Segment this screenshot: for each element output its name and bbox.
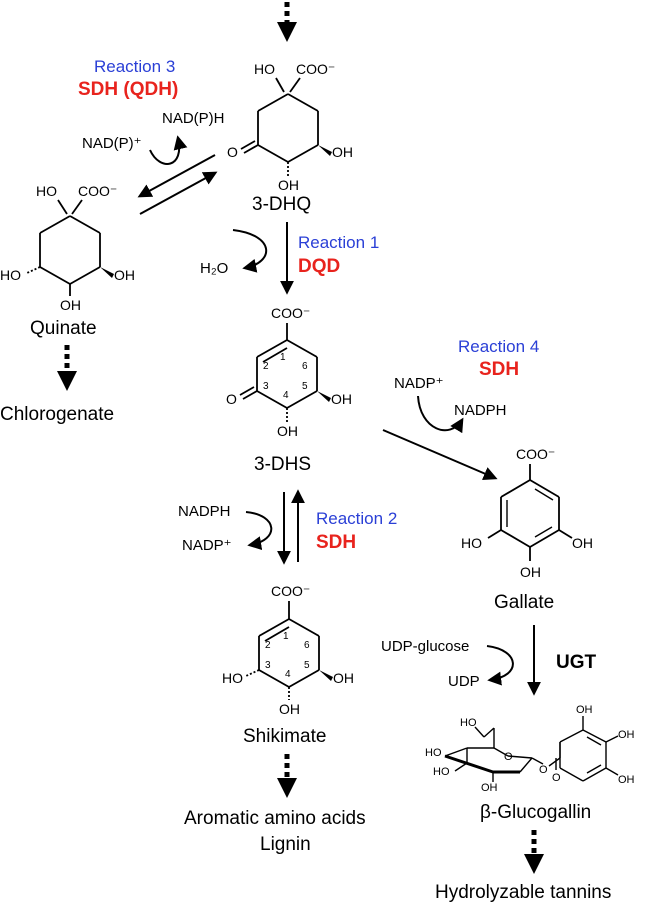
shikimate-structure: COO⁻ 1 2 3 4 5 6 HO OH OH: [222, 583, 354, 717]
quinate-ho-label: HO: [36, 183, 57, 199]
gallate-ho-left: HO: [461, 535, 482, 551]
glucogallin-galloyl-oh-mid: OH: [618, 729, 635, 741]
shikimate-c4: 4: [285, 669, 291, 680]
dhs-c4: 4: [283, 390, 289, 401]
dhs-o-label: O: [226, 391, 237, 407]
shikimate-oh-right: OH: [333, 670, 354, 686]
dhq-oh-bottom: OH: [278, 177, 299, 193]
quinate-coo-label: COO⁻: [78, 183, 117, 199]
glucogallin-ho-4: HO: [425, 747, 442, 759]
reaction-4-cofactor-out: NADPH: [454, 402, 507, 419]
reaction-1-enzyme: DQD: [298, 256, 340, 277]
gallate-oh-right: OH: [572, 535, 593, 551]
dhs-c5: 5: [302, 381, 308, 392]
reaction-4-cofactor-in: NADP⁺: [394, 375, 444, 392]
dhq-coo-label: COO⁻: [296, 61, 335, 77]
shikimate-c6: 6: [304, 640, 310, 651]
dhs-structure: COO⁻ 1 2 3 4 5 6 O OH OH: [226, 305, 352, 439]
shikimate-c2: 2: [265, 640, 271, 651]
ugt-substrate: UDP-glucose: [381, 638, 469, 655]
reaction-3-cofactor-in: NAD(P)⁺: [82, 135, 142, 152]
reaction-1-label: Reaction 1: [298, 233, 379, 252]
tannins-name: Hydrolyzable tannins: [435, 882, 611, 903]
dhq-structure: HO COO⁻ O OH OH: [227, 61, 353, 193]
dhs-coo-label: COO⁻: [271, 305, 310, 321]
dhs-oh-bottom: OH: [277, 423, 298, 439]
glucogallin-ho-6: HO: [460, 717, 477, 729]
reaction-3-forward-arrow: [137, 154, 216, 198]
dhs-c3: 3: [263, 381, 269, 392]
reaction-3-cofactor-out: NAD(P)H: [162, 110, 225, 127]
glucogallin-ring-o: O: [504, 751, 513, 763]
chlorogenate-name: Chlorogenate: [0, 404, 114, 425]
gallate-structure: COO⁻ OH HO OH: [461, 446, 593, 580]
dhq-name: 3-DHQ: [252, 194, 311, 215]
dhs-c1: 1: [280, 352, 286, 363]
gallate-name: Gallate: [494, 592, 554, 613]
shikimate-coo-label: COO⁻: [271, 583, 310, 599]
reaction-2-cofactor-arrow: [245, 511, 273, 551]
glucogallin-ho-3: HO: [433, 766, 450, 778]
dhq-o-label: O: [227, 144, 238, 160]
reaction-4-label: Reaction 4: [458, 337, 539, 356]
shikimate-c3: 3: [265, 660, 271, 671]
gallate-oh-bottom: OH: [520, 564, 541, 580]
reaction-4-arrow: [382, 429, 498, 481]
dhs-c6: 6: [302, 361, 308, 372]
reaction-2-cofactor-in: NADPH: [178, 503, 231, 520]
reaction-3-label: Reaction 3: [94, 57, 175, 76]
gallate-coo-label: COO⁻: [516, 446, 555, 462]
shikimate-c5: 5: [304, 660, 310, 671]
aromatics-name-line1: Aromatic amino acids: [184, 808, 366, 829]
glucogallin-galloyl-oh-low: OH: [618, 774, 635, 786]
reaction-1-byproduct-arrow: [232, 229, 267, 273]
glucogallin-structure: HO O HO HO OH O O OH: [425, 704, 635, 794]
dhs-oh-right: OH: [331, 391, 352, 407]
quinate-name: Quinate: [30, 318, 97, 339]
glucogallin-ester-o: O: [539, 764, 548, 776]
glucogallin-name: β-Glucogallin: [480, 802, 591, 823]
dhs-name: 3-DHS: [254, 454, 311, 475]
quinate-oh-bottom: OH: [60, 297, 81, 313]
shikimate-ho-left: HO: [222, 670, 243, 686]
reaction-2-label: Reaction 2: [316, 509, 397, 528]
ugt-product: UDP: [448, 673, 480, 690]
quinate-oh-right: OH: [114, 267, 135, 283]
glucogallin-galloyl-oh-top: OH: [576, 704, 593, 716]
reaction-3-reverse-arrow: [139, 171, 218, 215]
glucogallin-oh-2: OH: [481, 782, 498, 794]
quinate-ho-left: HO: [0, 267, 21, 283]
aromatics-name-line2: Lignin: [260, 834, 311, 855]
quinate-structure: HO COO⁻ OH HO OH: [0, 183, 135, 313]
reaction-2-enzyme: SDH: [316, 532, 356, 553]
reaction-4-enzyme: SDH: [479, 359, 519, 380]
dhq-ho-label: HO: [254, 61, 275, 77]
reaction-3-enzyme: SDH (QDH): [78, 79, 178, 100]
shikimate-c1: 1: [283, 631, 289, 642]
reaction-2-cofactor-out: NADP⁺: [182, 537, 232, 554]
reaction-4-cofactor-arrow: [417, 395, 464, 434]
reaction-3-cofactor-arrow: [149, 135, 188, 165]
dhs-c2: 2: [263, 361, 269, 372]
glucogallin-carbonyl-o: O: [552, 772, 561, 784]
dhq-oh-right: OH: [332, 144, 353, 160]
shikimate-name: Shikimate: [243, 726, 326, 747]
shikimate-oh-bottom: OH: [279, 701, 300, 717]
reaction-1-byproduct: H₂O: [200, 260, 228, 277]
ugt-cofactor-arrow: [486, 645, 514, 686]
ugt-enzyme: UGT: [556, 652, 597, 673]
